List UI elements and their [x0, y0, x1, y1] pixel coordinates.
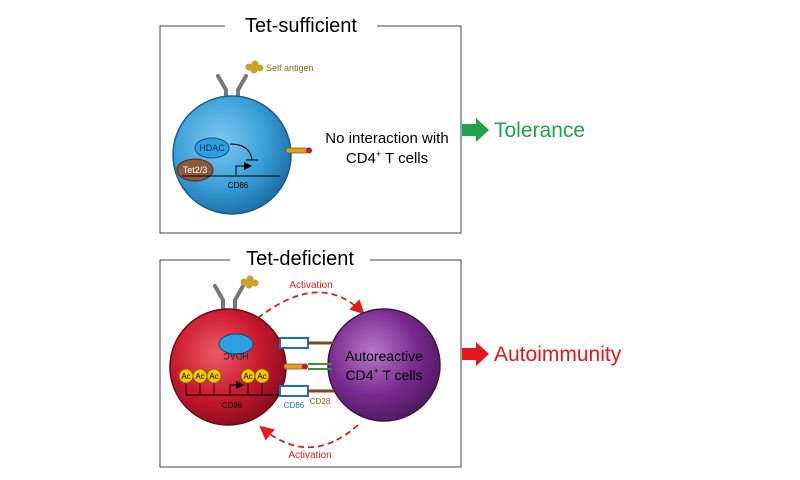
- cd86-gene-label: CD86: [222, 401, 243, 410]
- outcome-tolerance: Tolerance: [462, 118, 585, 142]
- panel-tet-deficient: Tet-deficient Activation Activation Auto…: [159, 247, 462, 468]
- hdac-label-mirrored: HDAC: [223, 351, 249, 361]
- self-antigen-label: Self antigen: [266, 63, 314, 73]
- panel-tet-sufficient: Tet-sufficient Self antigen HDAC Tet2/3 …: [159, 14, 462, 234]
- cd86-promoter-arrow: [229, 381, 244, 395]
- membrane-receptor: [285, 147, 312, 154]
- cd28-label: CD28: [310, 397, 331, 406]
- activation-label-top: Activation: [289, 280, 332, 291]
- acetyl-label: Ac: [181, 372, 190, 381]
- title-background: [230, 247, 370, 271]
- tet-label: Tet2/3: [183, 165, 208, 175]
- hdac-label: HDAC: [199, 143, 225, 153]
- self-antigen-icon: [240, 275, 259, 289]
- cd86-promoter-arrow: [235, 162, 252, 176]
- t-cell-label-line2: CD4+ T cells: [345, 366, 422, 383]
- acetyl-label: Ac: [195, 372, 204, 381]
- self-antigen-icon: [245, 60, 264, 74]
- panel-title: Tet-sufficient: [245, 15, 357, 37]
- panel-title: Tet-deficient: [246, 248, 354, 270]
- activation-arrow-top: [257, 291, 365, 319]
- activation-label-bottom: Activation: [288, 450, 331, 461]
- hdac-inhibition-line: [229, 143, 258, 161]
- outcome-autoimmunity: Autoimmunity: [462, 342, 622, 366]
- hdac-enzyme: [194, 137, 230, 159]
- antibody-receptor: [213, 284, 245, 314]
- title-background: [225, 14, 377, 38]
- autoreactive-t-cell: [327, 308, 441, 422]
- acetyl-groups: Ac Ac Ac Ac Ac: [178, 368, 278, 396]
- no-interaction-line1: No interaction with: [325, 130, 448, 147]
- autoimmunity-arrow-icon: [462, 342, 489, 366]
- autoimmunity-label: Autoimmunity: [494, 343, 622, 366]
- cd86-gene-label: CD86: [228, 181, 249, 190]
- no-interaction-line2: CD4+ T cells: [346, 149, 428, 167]
- antigen-presenting-cell: [172, 95, 292, 215]
- acetyl-label: Ac: [209, 372, 218, 381]
- cd86-receptor-label: CD86: [284, 401, 305, 410]
- activation-arrow-bottom: [259, 424, 359, 449]
- cd28-receptors: [308, 341, 334, 393]
- tcr-mhc-complex: [283, 363, 332, 370]
- t-cell-label-line1: Autoreactive: [345, 348, 423, 364]
- acetyl-label: Ac: [243, 372, 252, 381]
- acetyl-label: Ac: [257, 372, 266, 381]
- hdac-enzyme: [218, 333, 254, 355]
- tolerance-arrow-icon: [462, 118, 489, 142]
- tolerance-label: Tolerance: [494, 119, 585, 142]
